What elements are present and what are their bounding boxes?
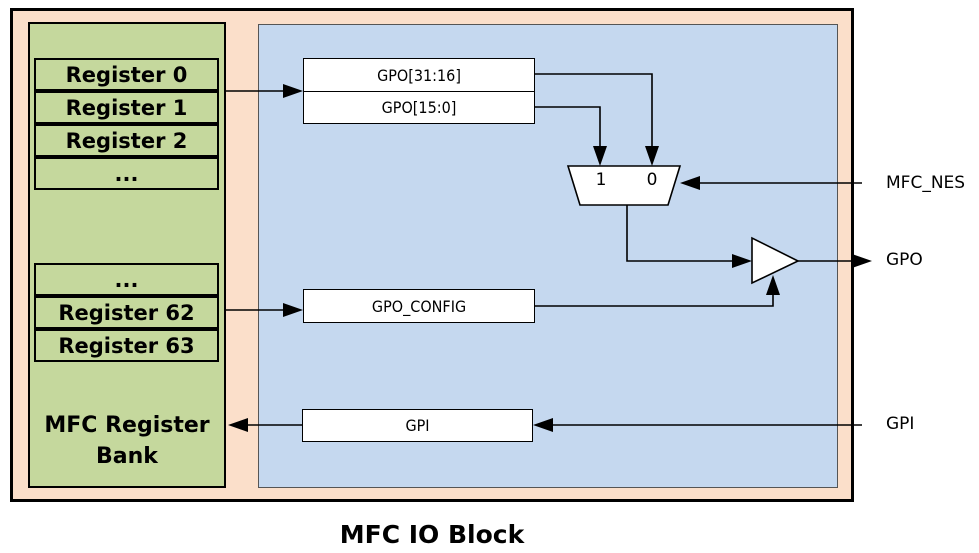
register-2: Register 2: [34, 124, 219, 157]
wire-gpo-low-to-mux: [534, 106, 601, 146]
register-0: Register 0: [34, 58, 219, 91]
wire-config-to-buffer: [534, 295, 774, 307]
arrowhead-config-in: [283, 303, 303, 317]
arrowhead-mux-select: [680, 176, 700, 190]
wire-gpo-high-to-mux: [534, 73, 653, 146]
register-62: Register 62: [34, 296, 219, 329]
wire-mux-to-buffer: [626, 205, 732, 262]
register-ellipsis-top: ...: [34, 157, 219, 190]
register-bank-label: MFC Register Bank: [30, 410, 224, 472]
arrowhead-gpo-in: [283, 84, 303, 98]
mux-shape: [566, 165, 682, 206]
register-1: Register 1: [34, 91, 219, 124]
mux-input-1-label: 1: [595, 170, 607, 190]
arrowhead-gpo-out: [852, 254, 872, 268]
register-bank-label-line1: MFC Register: [44, 413, 210, 438]
arrowhead-mux-0: [645, 146, 659, 166]
gpo-low-register: GPO[15:0]: [303, 91, 535, 124]
gpo-config-register: GPO_CONFIG: [303, 289, 535, 323]
gpo-high-register: GPO[31:16]: [303, 58, 535, 92]
arrowhead-buffer-enable: [766, 275, 780, 295]
arrowhead-buffer-in: [732, 254, 752, 268]
arrowhead-gpi-to-bank: [228, 418, 248, 432]
buffer-triangle: [751, 236, 800, 285]
mux-input-0-label: 0: [646, 170, 658, 190]
gpi-signal-label: GPI: [886, 414, 915, 434]
arrowhead-gpi-in: [533, 418, 553, 432]
gpo-signal-label: GPO: [886, 250, 923, 270]
gpi-register: GPI: [302, 409, 533, 442]
diagram-caption: MFC IO Block: [339, 520, 525, 549]
mfc-nes-signal-label: MFC_NES: [886, 173, 966, 193]
arrowhead-mux-1: [593, 146, 607, 166]
register-ellipsis-bottom: ...: [34, 263, 219, 296]
register-bank-label-line2: Bank: [96, 444, 158, 469]
register-63: Register 63: [34, 329, 219, 362]
